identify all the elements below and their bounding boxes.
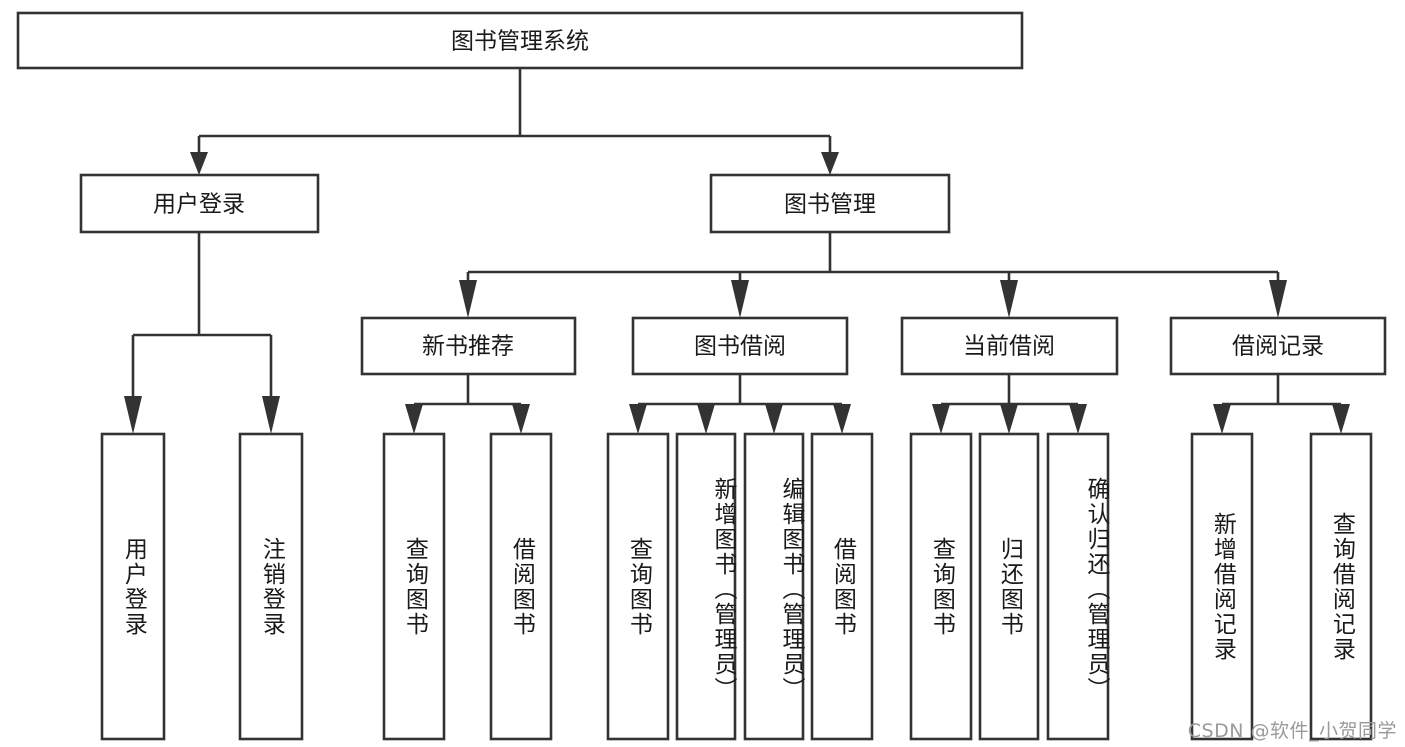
arrow-head-leaf-query-book-3	[932, 404, 950, 434]
node-borrow-record[interactable]: 借阅记录	[1169, 316, 1387, 376]
node-user-login-label: 用户登录	[153, 192, 245, 218]
node-book-management-label: 图书管理	[784, 192, 876, 218]
node-leaf-query-record-box[interactable]	[1309, 432, 1373, 741]
node-current-borrow-box[interactable]	[900, 316, 1119, 376]
node-leaf-user-login-box[interactable]	[100, 432, 166, 741]
node-leaf-return-book-box[interactable]	[978, 432, 1040, 741]
arrow-head-leaf-edit-book	[765, 404, 783, 434]
arrow-head-leaf-query-record	[1332, 404, 1350, 434]
arrow-head-leaf-add-book	[697, 404, 715, 434]
node-current-borrow[interactable]: 当前借阅	[900, 316, 1119, 376]
csdn-watermark: CSDN @软件_小贺同学	[1187, 720, 1397, 742]
arrow-head-current-borrow	[1000, 280, 1018, 318]
connector-group-borrow-record	[1213, 374, 1350, 434]
node-leaf-edit-book-box[interactable]	[743, 432, 805, 741]
node-leaf-query-book-1-box[interactable]	[382, 432, 446, 741]
node-leaf-add-record-box[interactable]	[1190, 432, 1254, 741]
node-root-box[interactable]	[16, 11, 1024, 70]
arrow-head-user-login	[190, 152, 208, 175]
connector-group-book-mgmt	[459, 232, 1287, 318]
node-leaf-borrow-book-2-box[interactable]	[810, 432, 874, 741]
arrow-head-leaf-user-login	[124, 396, 142, 434]
node-leaf-confirm-return-box[interactable]	[1046, 432, 1110, 741]
arrow-head-book-borrow	[731, 280, 749, 318]
node-current-borrow-label: 当前借阅	[963, 334, 1055, 360]
arrow-head-borrow-record	[1269, 280, 1287, 318]
node-leaf-borrow-book-1-box[interactable]	[489, 432, 553, 741]
connector-group-root	[190, 68, 839, 175]
arrow-head-new-book-recommend	[459, 280, 477, 318]
node-root[interactable]: 图书管理系统	[16, 11, 1024, 70]
connector-group-book-borrow	[629, 374, 851, 434]
node-book-borrow[interactable]: 图书借阅	[631, 316, 849, 376]
node-user-login[interactable]: 用户登录	[79, 173, 320, 234]
node-book-management-box[interactable]	[709, 173, 951, 234]
node-borrow-record-box[interactable]	[1169, 316, 1387, 376]
node-leaf-add-book-box[interactable]	[675, 432, 737, 741]
arrow-head-leaf-borrow-book-1	[512, 404, 530, 434]
node-book-management[interactable]: 图书管理	[709, 173, 951, 234]
arrow-head-leaf-query-book-2	[629, 404, 647, 434]
node-new-book-recommend[interactable]: 新书推荐	[360, 316, 577, 376]
arrow-head-leaf-borrow-book-2	[833, 404, 851, 434]
arrow-head-leaf-add-record	[1213, 404, 1231, 434]
arrow-head-leaf-confirm-return	[1069, 404, 1087, 434]
arrow-head-leaf-return-book	[1000, 404, 1018, 434]
node-leaf-user-logout-box[interactable]	[238, 432, 304, 741]
node-user-login-box[interactable]	[79, 173, 320, 234]
arrow-head-leaf-user-logout	[262, 396, 280, 434]
node-new-book-recommend-label: 新书推荐	[422, 334, 514, 360]
connector-group-new-book-recommend	[405, 374, 530, 434]
connector-group-current-borrow	[932, 374, 1087, 434]
node-leaf-query-book-2-box[interactable]	[606, 432, 670, 741]
node-book-borrow-box[interactable]	[631, 316, 849, 376]
connector-group-user-login	[124, 232, 280, 434]
node-borrow-record-label: 借阅记录	[1232, 334, 1324, 360]
node-book-borrow-label: 图书借阅	[694, 334, 786, 360]
arrow-head-leaf-query-book-1	[405, 404, 423, 434]
node-leaf-query-book-3-box[interactable]	[909, 432, 973, 741]
arrow-head-book-mgmt	[821, 152, 839, 175]
node-root-label: 图书管理系统	[451, 29, 589, 55]
node-new-book-recommend-box[interactable]	[360, 316, 577, 376]
